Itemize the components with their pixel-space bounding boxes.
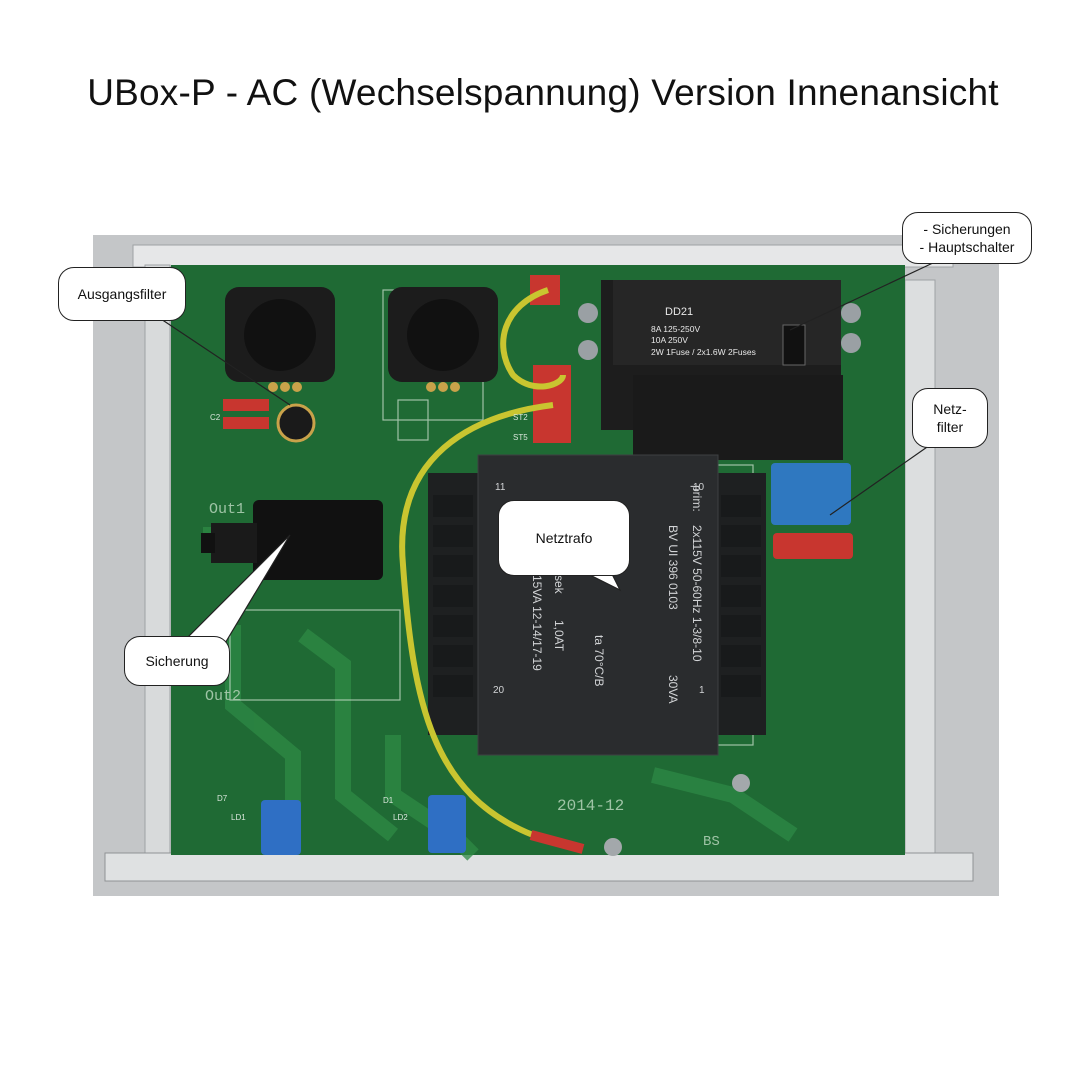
pcb-ld1-label: LD1 [231,813,246,822]
capacitor-c1 [223,417,269,429]
xlr-socket-1 [225,287,335,392]
pcb-c2-label: C2 [210,413,221,422]
transformer-label-right: prim: 2x115V 50-60Hz 1-3/8-10 BV UI 396 … [666,485,704,703]
fuse-holder-rating1: 8A 125-250V [651,324,700,334]
callout-sicherung: Sicherung [124,636,230,686]
pcb-initials: BS [703,834,720,850]
callout-ausgangsfilter-text: Ausgangsfilter [77,286,167,302]
potentiometer-1 [261,800,301,855]
transformer-sek: sek [552,575,566,595]
transformer-spec6: 1,0AT [552,620,566,652]
pcb-date-text: 2014-12 [557,797,624,815]
fuse-holder-rating2: 10A 250V [651,335,688,345]
pcb-d7-label: D7 [217,794,228,803]
pcb-d1-label: D1 [383,796,394,805]
line-filter-capacitor-red [773,533,853,559]
capacitor-c2 [223,399,269,411]
pcb-st2-label: ST2 [513,413,528,422]
transformer-spec2: BV UI 396 0103 [666,525,680,610]
callout-netztrafo-text: Netztrafo [535,530,593,546]
enclosure-right-rail [904,279,936,861]
transformer-pin10: 10 [693,482,705,493]
lug-screw [604,838,622,856]
transformer-pin1: 1 [699,685,705,696]
enclosure-front-panel [104,852,974,882]
callout-netztrafo: Netztrafo [498,500,630,576]
line-filter-capacitor [771,463,851,525]
callout-sicherungen-text-1: - Sicherungen [923,221,1011,237]
transformer-pin11: 11 [495,482,506,493]
yellow-wire-2 [399,402,554,838]
pcb-ld2-label: LD2 [393,813,408,822]
transformer-prim: prim: [690,485,704,512]
pcb-out2-label: Out2 [205,688,241,705]
transformer-spec3: 30VA [666,675,680,703]
enclosure-top-rail [132,244,954,268]
inductor [276,403,316,443]
page-title: UBox-P - AC (Wechselspannung) Version In… [87,72,999,113]
callout-sicherungen-text-2: - Hauptschalter [919,239,1015,255]
callout-netzfilter-text-1: Netz- [933,401,967,417]
callout-netzfilter: Netz- filter [912,388,988,448]
enclosure-left-rail [144,264,171,866]
fuse-holder-body [633,375,843,460]
callout-sicherung-text: Sicherung [145,653,209,669]
transformer-spec1: 2x115V 50-60Hz 1-3/8-10 [690,525,704,662]
fuse-holder-model: DD21 [665,306,693,318]
callout-ausgangsfilter: Ausgangsfilter [58,267,186,321]
pcb-out1-label: Out1 [209,501,245,518]
yellow-wire-1 [500,287,566,390]
cable-lug [529,830,585,854]
xlr-socket-2 [388,287,498,392]
callout-sicherungen: - Sicherungen - Hauptschalter [902,212,1032,264]
ground-screw [732,774,750,792]
fuse-holder-rating3: 2W 1Fuse / 2x1.6W 2Fuses [651,347,756,357]
transformer-label-left: 15VA 12-14/17-19 sek 1,0AT ta 70°C/B [530,575,606,687]
pcb-st5-label: ST5 [513,433,528,442]
callout-netzfilter-text-2: filter [936,419,964,435]
transformer-spec4: 15VA 12-14/17-19 [530,575,544,671]
potentiometer-2 [428,795,466,853]
transformer-spec5: ta 70°C/B [592,635,606,687]
transformer-pin20: 20 [493,685,505,696]
